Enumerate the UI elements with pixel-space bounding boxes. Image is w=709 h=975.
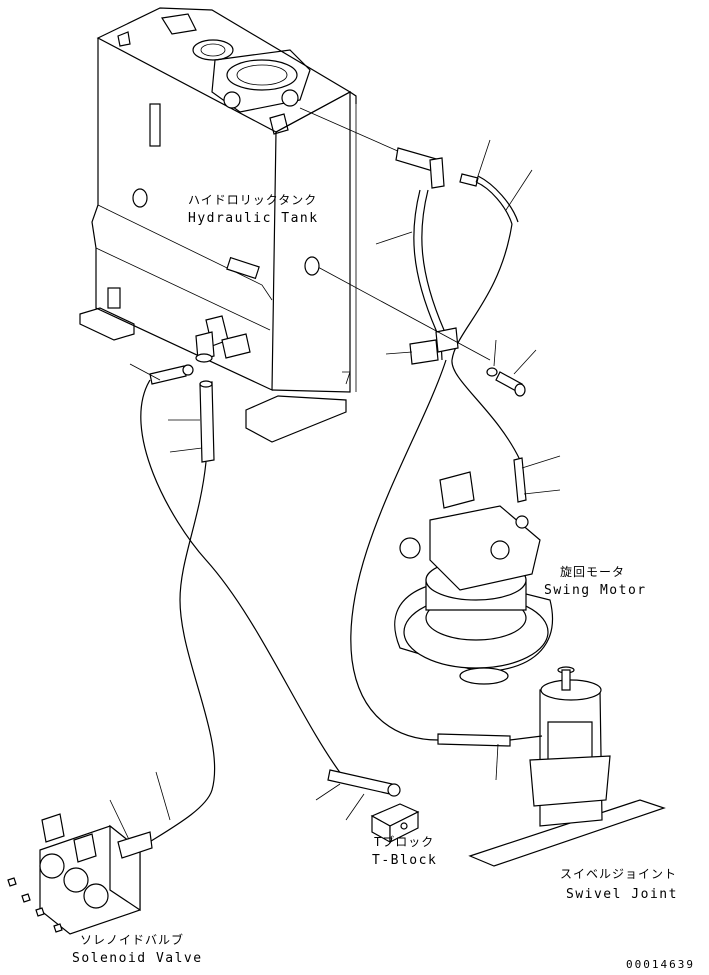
swivel-joint xyxy=(350,359,666,867)
hydraulic-tank-label-en: Hydraulic Tank xyxy=(188,211,319,226)
t-block-label-jp: Tブロック xyxy=(374,834,434,849)
solenoid-valve-label-en: Solenoid Valve xyxy=(72,951,203,966)
hydraulic-tank xyxy=(79,7,357,443)
solenoid-valve-label-jp: ソレノイドバルブ xyxy=(80,932,184,947)
swing-motor xyxy=(394,471,554,685)
t-block-label-en: T-Block xyxy=(372,853,437,868)
swing-motor-label-jp: 旋回モータ xyxy=(560,565,625,579)
solenoid-valve xyxy=(7,813,153,935)
swivel-joint-label-en: Swivel Joint xyxy=(566,887,678,902)
drawing-code: 00014639 xyxy=(626,958,695,971)
swing-motor-label-en: Swing Motor xyxy=(544,583,647,598)
hydraulic-tank-label-jp: ハイドロリックタンク xyxy=(188,193,317,207)
upper-hoses xyxy=(299,107,561,503)
left-hoses xyxy=(109,363,420,851)
swivel-joint-label-jp: スイベルジョイント xyxy=(560,867,677,881)
